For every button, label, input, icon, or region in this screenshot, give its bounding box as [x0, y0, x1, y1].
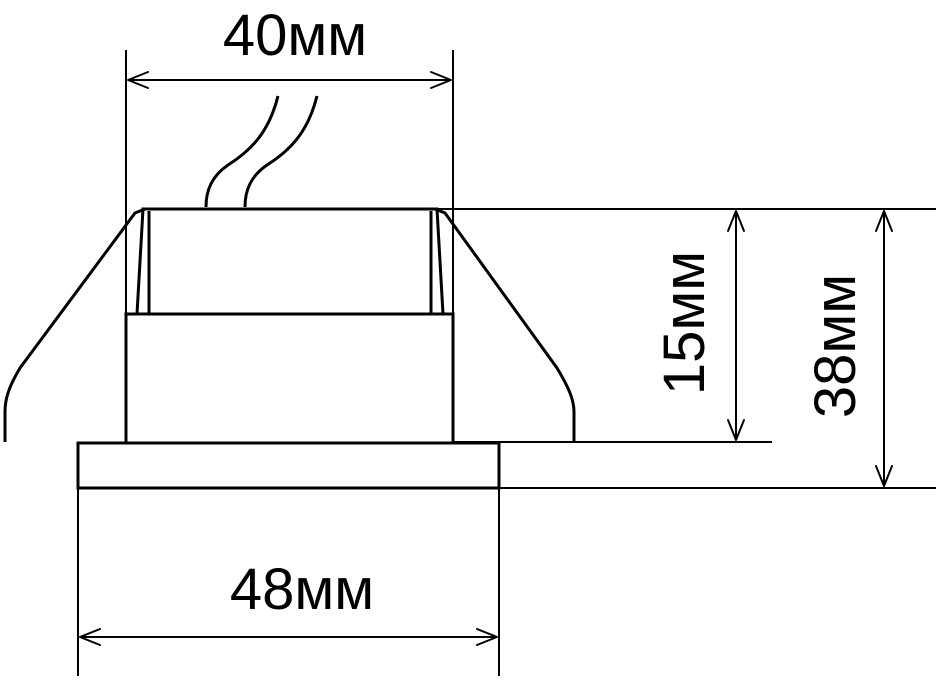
- dimension-top-width: 40мм: [127, 3, 452, 89]
- extension-lines: [77, 50, 936, 676]
- wire-2: [243, 95, 319, 208]
- right-spring-clip: [434, 207, 576, 442]
- bezel-flange: [76, 441, 501, 490]
- arrow-up-icon: [875, 210, 893, 232]
- dimension-bottom-width: 48мм: [79, 557, 498, 646]
- arrow-left-icon: [79, 628, 101, 646]
- left-spring-clip: [3, 207, 146, 442]
- wire-1: [204, 95, 280, 208]
- dimension-body-height: 15мм: [652, 210, 745, 441]
- body-height-label: 15мм: [652, 251, 717, 395]
- arrow-up-icon: [727, 210, 745, 232]
- arrow-right-icon: [430, 71, 452, 89]
- top-width-label: 40мм: [223, 3, 367, 68]
- wires: [204, 95, 319, 208]
- arrow-right-icon: [476, 628, 498, 646]
- arrow-left-icon: [127, 71, 149, 89]
- arrow-down-icon: [875, 465, 893, 487]
- lower-body: [124, 312, 455, 445]
- total-height-label: 38мм: [803, 274, 868, 418]
- upper-housing-outer: [135, 207, 445, 315]
- dimension-total-height: 38мм: [803, 210, 893, 487]
- upper-housing: [135, 207, 445, 315]
- bottom-width-label: 48мм: [230, 557, 374, 622]
- arrow-down-icon: [727, 419, 745, 441]
- spring-clips: [3, 207, 576, 442]
